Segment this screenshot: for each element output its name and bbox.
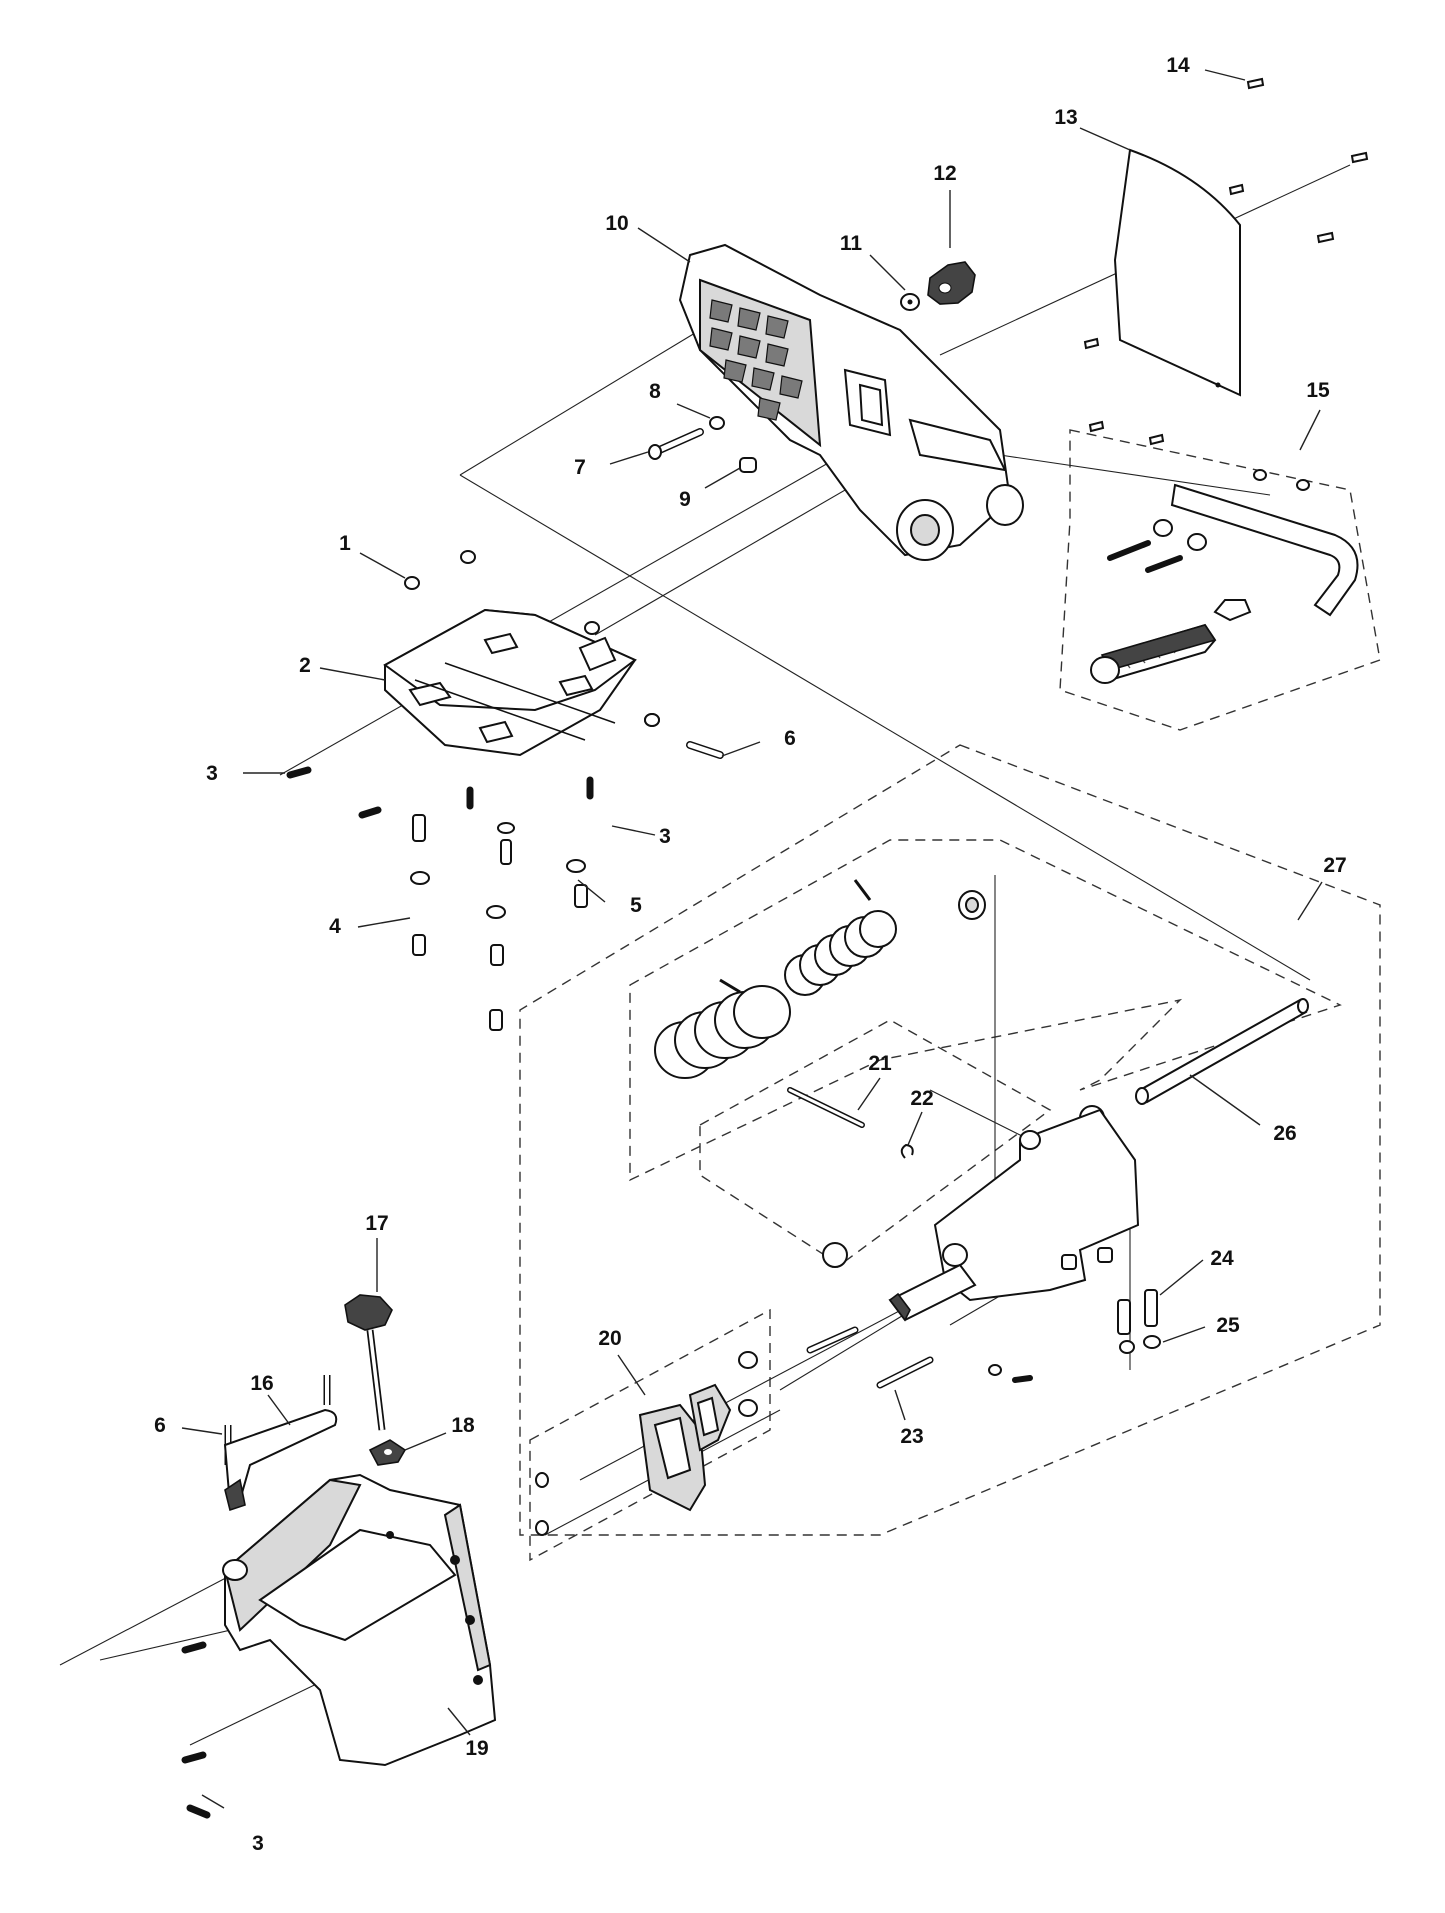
assembly-lines <box>59 164 1351 1746</box>
washer-part-8 <box>709 416 725 430</box>
star-knob-part-12 <box>927 261 976 305</box>
callout-21: 21 <box>868 1052 892 1075</box>
housing-part-19 <box>223 1473 497 1767</box>
washers-part-5 <box>410 822 586 919</box>
group-15-outline <box>1059 429 1381 731</box>
callout-25: 25 <box>1216 1314 1240 1337</box>
callout-24: 24 <box>1210 1247 1234 1270</box>
group-27-outline <box>519 744 1381 1536</box>
bolts-part-4 <box>412 814 588 1031</box>
callout-5: 5 <box>630 894 642 917</box>
callout-6: 6 <box>154 1414 166 1437</box>
leader-lines <box>181 69 1323 1809</box>
base-plate-part-2 <box>383 608 637 757</box>
bolts-part-24 <box>1117 1289 1158 1335</box>
callout-7: 7 <box>574 456 586 479</box>
callout-10: 10 <box>605 212 628 235</box>
clamp-part-18 <box>368 1439 407 1466</box>
callout-3: 3 <box>659 825 671 848</box>
pin-part-21 <box>787 1087 865 1128</box>
screws-part-14 <box>1083 77 1369 446</box>
callout-20: 20 <box>598 1327 621 1350</box>
long-bolt-part-6 <box>224 713 724 1465</box>
nuts-part-25 <box>1119 1335 1161 1354</box>
callout-4: 4 <box>329 915 341 938</box>
group-26-outline <box>629 839 1342 1182</box>
callout-2: 2 <box>299 654 311 677</box>
callout-11: 11 <box>840 232 863 255</box>
group-21-outline <box>699 1019 1052 1266</box>
callout-1: 1 <box>339 532 351 555</box>
callout-23: 23 <box>900 1425 923 1448</box>
callout-8: 8 <box>649 380 661 403</box>
handle-bar-part-16 <box>222 1375 338 1581</box>
callout-27: 27 <box>1323 854 1346 877</box>
callout-14: 14 <box>1166 54 1190 77</box>
callout-22: 22 <box>910 1087 933 1110</box>
spacer-part-9 <box>739 457 757 473</box>
callout-12: 12 <box>933 162 956 185</box>
handle-assembly-part-15 <box>1090 469 1359 684</box>
bolt-part-7 <box>648 428 704 460</box>
bolt-part-23 <box>806 1326 1033 1389</box>
callout-9: 9 <box>679 488 691 511</box>
arm-casting-part-10 <box>678 243 1024 561</box>
knob-part-17 <box>344 1294 393 1431</box>
callout-labels: 1 2 3 3 3 4 5 6 6 7 8 9 10 11 12 13 14 1… <box>154 54 1347 1855</box>
pivot-bracket <box>888 1108 1140 1322</box>
callout-15: 15 <box>1306 379 1330 402</box>
washer-part-11 <box>900 293 920 311</box>
guide-plates-part-20 <box>535 1351 758 1536</box>
guard-plate-part-13 <box>1113 148 1241 397</box>
callout-3: 3 <box>206 762 218 785</box>
group-20-outline <box>529 1308 771 1562</box>
springs <box>654 879 986 1079</box>
callout-3: 3 <box>252 1832 264 1855</box>
callout-19: 19 <box>465 1737 488 1760</box>
callout-13: 13 <box>1054 106 1077 129</box>
callout-16: 16 <box>250 1372 273 1395</box>
callout-18: 18 <box>451 1414 475 1437</box>
callout-26: 26 <box>1273 1122 1296 1145</box>
screws-part-3 <box>181 766 594 1819</box>
clip-part-22 <box>900 1143 914 1159</box>
callout-17: 17 <box>365 1212 388 1235</box>
callout-6: 6 <box>784 727 796 750</box>
